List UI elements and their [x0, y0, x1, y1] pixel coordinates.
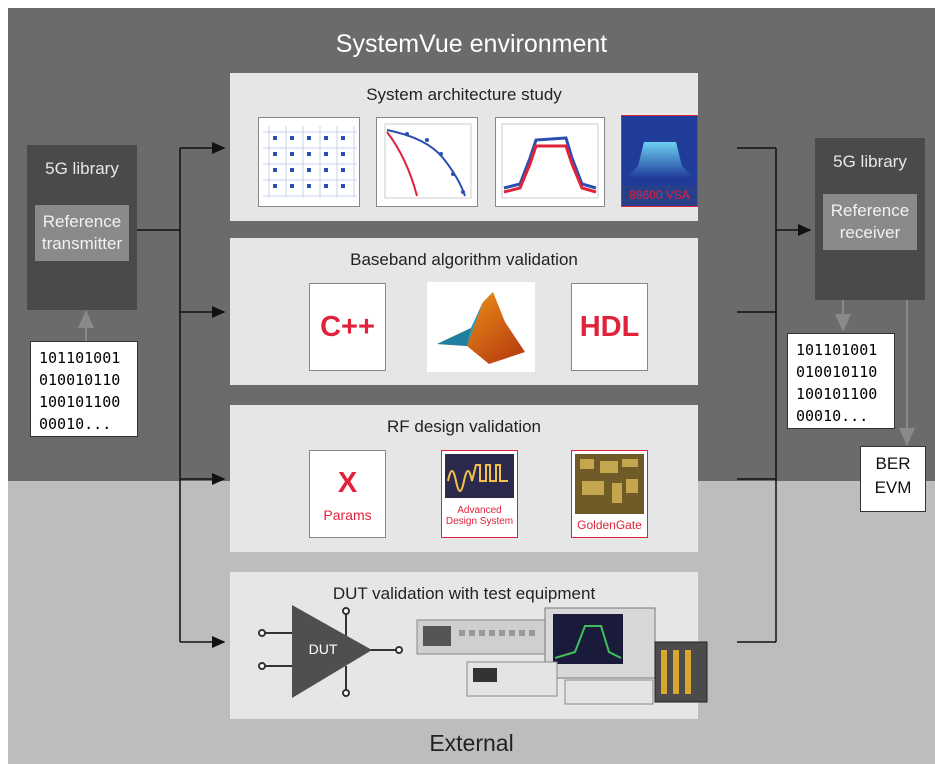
right-5g-library[interactable]: 5G library Reference receiver — [815, 138, 925, 300]
matlab-tile[interactable] — [427, 282, 535, 372]
panel-title: Baseband algorithm validation — [350, 250, 578, 269]
external-title: External — [429, 730, 514, 756]
params-label: Params — [323, 507, 372, 523]
left-5g-library[interactable]: 5G library Reference transmitter — [27, 145, 137, 310]
ads-label: Advanced Design System — [445, 505, 514, 527]
panel-title: RF design validation — [386, 417, 542, 436]
reference-transmitter[interactable]: Reference transmitter — [35, 205, 129, 261]
spectrum-thumbnail[interactable] — [495, 117, 605, 207]
ads-waveform-icon — [445, 454, 514, 498]
panel-title: DUT validation with test equipment — [332, 584, 596, 603]
hdl-label: HDL — [579, 311, 640, 343]
vsa-label: 89600 VSA — [629, 188, 690, 202]
reference-receiver[interactable]: Reference receiver — [823, 194, 917, 250]
test-equipment-icon — [416, 607, 708, 705]
goldengate-label: GoldenGate — [577, 518, 642, 532]
x-params-tile[interactable]: X Params — [309, 450, 386, 538]
vsa-spectrum-icon — [622, 116, 697, 186]
x-label: X — [337, 467, 358, 499]
goldengate-tile[interactable]: GoldenGate — [571, 450, 648, 538]
dut-amplifier-diagram — [258, 605, 403, 698]
curve-plot-thumbnail[interactable] — [376, 117, 478, 207]
vsa-thumbnail[interactable]: 89600 VSA — [621, 115, 698, 207]
constellation-thumbnail[interactable] — [258, 117, 360, 207]
panel-title: System architecture study — [366, 85, 562, 104]
dut-label: DUT — [308, 641, 338, 657]
spectrum-plot-icon — [501, 123, 599, 199]
chip-layout-icon — [575, 454, 644, 514]
right-bit-stream: 101101001 010010110 100101100 00010... — [787, 333, 895, 429]
constellation-plot-icon — [263, 126, 357, 198]
cpp-tile[interactable]: C++ — [309, 283, 386, 371]
left-bit-stream: 101101001 010010110 100101100 00010... — [30, 341, 138, 437]
hdl-tile[interactable]: HDL — [571, 283, 648, 371]
matlab-logo-icon — [437, 292, 525, 364]
line-plot-icon — [384, 123, 472, 199]
cpp-label: C++ — [320, 311, 375, 343]
ber-evm-box: BER EVM — [860, 446, 926, 512]
right-library-title: 5G library — [833, 152, 907, 171]
ads-tile[interactable]: Advanced Design System — [441, 450, 518, 538]
env-title: SystemVue environment — [335, 30, 608, 58]
left-library-title: 5G library — [45, 159, 119, 178]
